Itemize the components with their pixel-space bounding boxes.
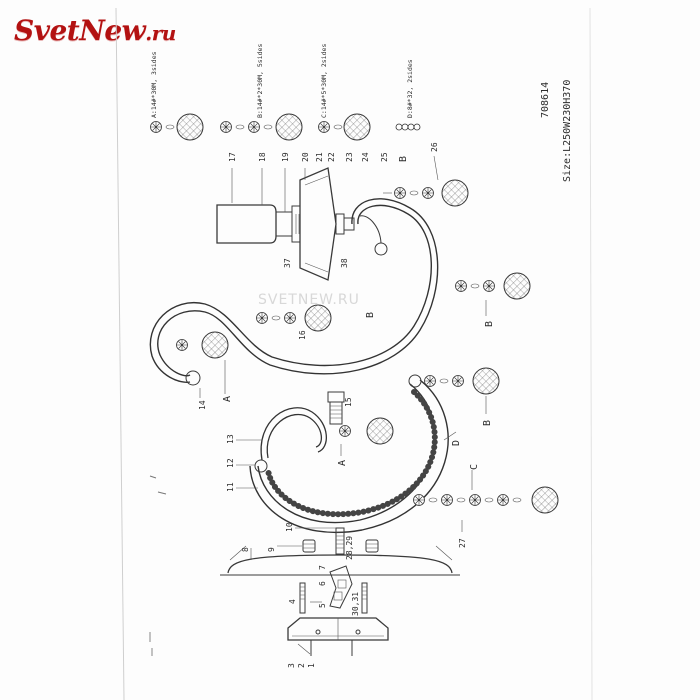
label-8: 8: [241, 547, 250, 552]
upper-scroll-arm: [157, 198, 439, 377]
size-text: Size:L250W230H370: [562, 80, 573, 182]
label-4: 4: [288, 599, 297, 604]
legend-label-d: D:8#*32, 2sides: [406, 59, 414, 118]
arm-end-knob-top: [374, 242, 388, 256]
lower-arc-frame: [249, 374, 449, 534]
label-26: 26: [430, 142, 439, 152]
part-number-labels: 17 18 19 20 21 22 23 24 25 B 26 37 38 16…: [198, 142, 495, 668]
label-6: 6: [318, 581, 327, 586]
label-27: 27: [458, 538, 467, 548]
strand-letter-b-middle: B: [365, 312, 376, 318]
label-25: 25: [380, 152, 389, 162]
label-15: 15: [344, 397, 353, 407]
label-12: 12: [226, 458, 235, 468]
mounting-bracket: [287, 617, 389, 656]
legend-strand-b: B:14#*2*30M, 5sides: [220, 44, 303, 141]
legend-label-a: A:14#*30M, 3sides: [150, 51, 158, 118]
scan-edge-line: [115, 7, 125, 700]
label-7: 7: [318, 565, 327, 570]
crystal-strand-b-top: [383, 179, 469, 207]
label-19: 19: [281, 152, 290, 162]
logo-text-svet: Svet: [14, 14, 80, 47]
legend-label-c: C:14#*5*30M, 2sides: [320, 44, 328, 118]
strand-letter-d: D: [451, 440, 462, 446]
wire-connector-block: [329, 565, 353, 609]
label-37: 37: [283, 258, 292, 268]
label-14: 14: [198, 400, 207, 410]
label-24: 24: [361, 152, 370, 162]
label-10: 10: [285, 522, 294, 532]
legend-label-b: B:14#*2*30M, 5sides: [256, 44, 264, 118]
label-1: 1: [307, 663, 316, 668]
label-2: 2: [297, 663, 306, 668]
crystal-strand-c-lower: [413, 486, 559, 514]
label-3: 3: [287, 663, 296, 668]
model-number: 708614: [540, 82, 551, 118]
label-30-31: 30,31: [351, 592, 360, 616]
label-5: 5: [318, 603, 327, 608]
label-21: 21: [315, 152, 324, 162]
label-20: 20: [301, 152, 310, 162]
center-threaded-rod: [335, 527, 345, 555]
lower-scroll-curl: [260, 407, 327, 461]
center-connector-bolt: [327, 391, 345, 425]
label-13: 13: [226, 434, 235, 444]
canopy-plate: [220, 545, 460, 576]
strand-letter-a-left: A: [222, 396, 233, 402]
label-28-29: 28,29: [345, 536, 354, 560]
crystal-strand-a-left: [176, 331, 229, 359]
logo-text-new: New: [79, 14, 146, 47]
strand-letter-b-right: B: [484, 321, 495, 327]
strand-letter-c: C: [469, 464, 480, 470]
crystal-strand-b-middle: [256, 304, 332, 332]
legend-strand-c: C:14#*5*30M, 2sides: [318, 44, 371, 141]
strand-letter-b-lower: B: [482, 420, 493, 426]
candle-cup: [299, 167, 355, 281]
crystal-strand-b-right: [455, 272, 531, 300]
strand-letter-b-top: B: [398, 156, 409, 162]
scan-specks: [149, 475, 167, 656]
label-38: 38: [340, 258, 349, 268]
crystal-strand-a-lower: [339, 417, 394, 445]
label-11: 11: [226, 482, 235, 492]
legend-bead-chain-d: D:8#*32, 2sides: [395, 59, 421, 131]
mounting-screws: [299, 582, 368, 614]
logo-text-ru: .ru: [145, 21, 176, 45]
label-16: 16: [298, 330, 307, 340]
legend-strand-a: A:14#*30M, 3sides: [150, 51, 204, 141]
label-17: 17: [228, 152, 237, 162]
label-9: 9: [267, 547, 276, 552]
arm-end-knob-left: [185, 370, 201, 386]
watermark-text: SVETNEW.RU: [258, 292, 360, 308]
svetnew-logo: SvetNew.ru: [14, 14, 176, 54]
label-18: 18: [258, 152, 267, 162]
upper-scroll-arm-inner: [149, 204, 432, 383]
lamp-shade: [216, 204, 277, 244]
strand-letter-a-lower: A: [337, 460, 348, 466]
label-22: 22: [327, 152, 336, 162]
lamp-socket: [275, 205, 301, 243]
crystal-strand-b-lower: [424, 367, 500, 395]
label-23: 23: [345, 152, 354, 162]
scan-edge-line: [589, 7, 593, 700]
mounting-nuts: [302, 539, 379, 553]
